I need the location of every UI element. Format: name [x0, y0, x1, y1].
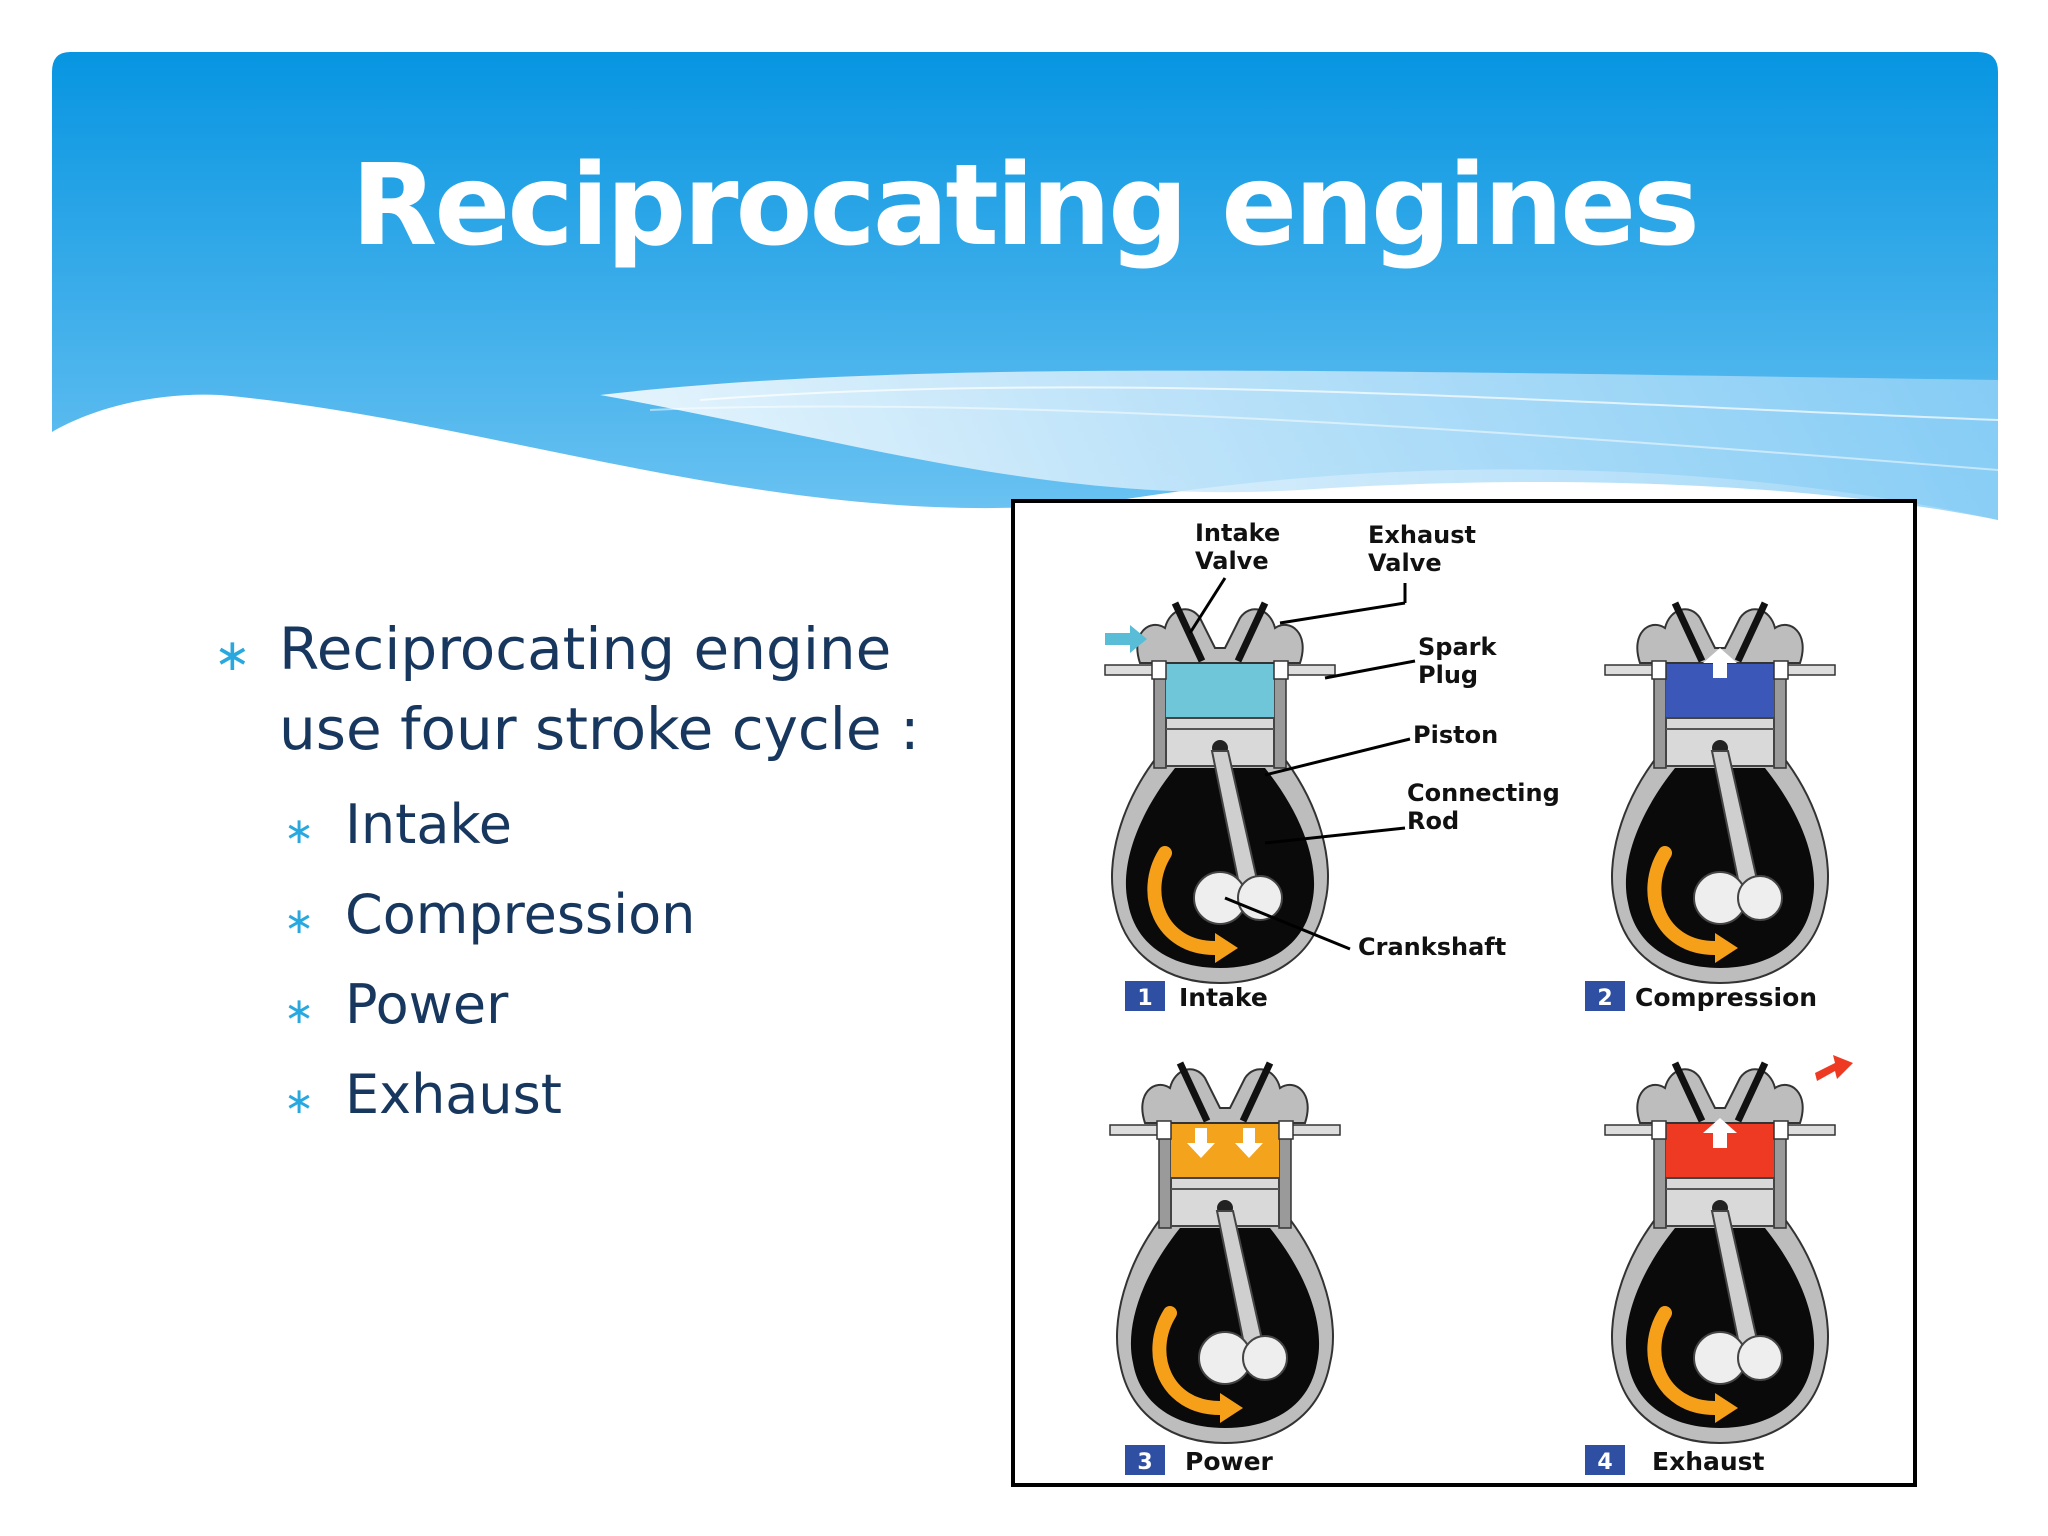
- sub-bullet-power: Power: [345, 973, 509, 1036]
- engine-power: [1109, 1061, 1341, 1445]
- intake-valve: [1671, 1061, 1706, 1123]
- four-stroke-diagram-svg: IntakeValveExhaustValveSparkPlugPistonCo…: [1104, 519, 1853, 1476]
- label-spark-plug: Spark: [1418, 633, 1497, 661]
- stroke-number-badge: [1585, 1445, 1625, 1475]
- stroke-name-exhaust: Exhaust: [1652, 1447, 1765, 1476]
- bullet-marker: ∗: [214, 630, 251, 681]
- stroke-number-badge: [1585, 981, 1625, 1011]
- stroke-number-badge: [1125, 981, 1165, 1011]
- bullet-text-line2: use four stroke cycle :: [279, 695, 920, 763]
- exhaust-valve: [1239, 1061, 1274, 1123]
- intake-valve: [1176, 1061, 1211, 1123]
- rotation-arrow: [1647, 846, 1722, 955]
- exhaust-valve: [1234, 601, 1269, 663]
- stroke-number: 2: [1597, 986, 1612, 1011]
- slide-title: Reciprocating engines: [351, 141, 1700, 271]
- leader-line: [1279, 601, 1406, 625]
- intake-air-arrow: [1105, 625, 1147, 653]
- label-connecting-rod: Rod: [1407, 807, 1459, 835]
- stroke-name-compression: Compression: [1635, 983, 1817, 1012]
- exhaust-valve: [1734, 601, 1769, 663]
- label-connecting-rod: Connecting: [1407, 779, 1560, 807]
- label-exhaust-valve: Valve: [1368, 549, 1442, 577]
- intake-valve: [1671, 601, 1706, 663]
- sub-bullet-marker: ∗: [284, 901, 315, 942]
- label-crankshaft: Crankshaft: [1358, 933, 1506, 961]
- stroke-name-intake: Intake: [1179, 983, 1268, 1012]
- leader-line: [1264, 826, 1406, 845]
- sub-bullet-marker: ∗: [284, 1081, 315, 1122]
- label-piston: Piston: [1413, 721, 1498, 749]
- engine-intake: [1104, 601, 1336, 985]
- stroke-number: 3: [1137, 1450, 1152, 1475]
- leader-line: [1264, 737, 1411, 777]
- engine-compression: [1604, 601, 1836, 985]
- combustion-chamber: [1171, 1123, 1279, 1178]
- sub-bullet-exhaust: Exhaust: [345, 1063, 562, 1126]
- leader-line: [1188, 577, 1227, 634]
- exhaust-valve: [1734, 1061, 1769, 1123]
- exhaust-gas-arrow: [1815, 1055, 1853, 1081]
- combustion-chamber: [1166, 663, 1274, 718]
- label-intake-valve: Intake: [1195, 519, 1280, 547]
- stroke-name-power: Power: [1185, 1447, 1274, 1476]
- label-exhaust-valve: Exhaust: [1368, 521, 1476, 549]
- intake-valve: [1171, 601, 1206, 663]
- leader-line: [1324, 659, 1416, 680]
- stroke-number: 1: [1137, 986, 1152, 1011]
- sub-bullet-intake: Intake: [345, 793, 512, 856]
- stroke-number: 4: [1597, 1450, 1612, 1475]
- rotation-arrow: [1147, 846, 1222, 955]
- rotation-arrow: [1647, 1306, 1722, 1415]
- label-intake-valve: Valve: [1195, 547, 1269, 575]
- leader-line: [1224, 896, 1351, 951]
- sub-bullet-marker: ∗: [284, 811, 315, 852]
- bullet-text-line1: Reciprocating engine: [279, 615, 892, 683]
- sub-bullet-compression: Compression: [345, 883, 696, 946]
- label-spark-plug: Plug: [1418, 661, 1478, 689]
- sub-bullet-marker: ∗: [284, 991, 315, 1032]
- engine-exhaust: [1604, 1061, 1836, 1445]
- rotation-arrow: [1152, 1306, 1227, 1415]
- stroke-number-badge: [1125, 1445, 1165, 1475]
